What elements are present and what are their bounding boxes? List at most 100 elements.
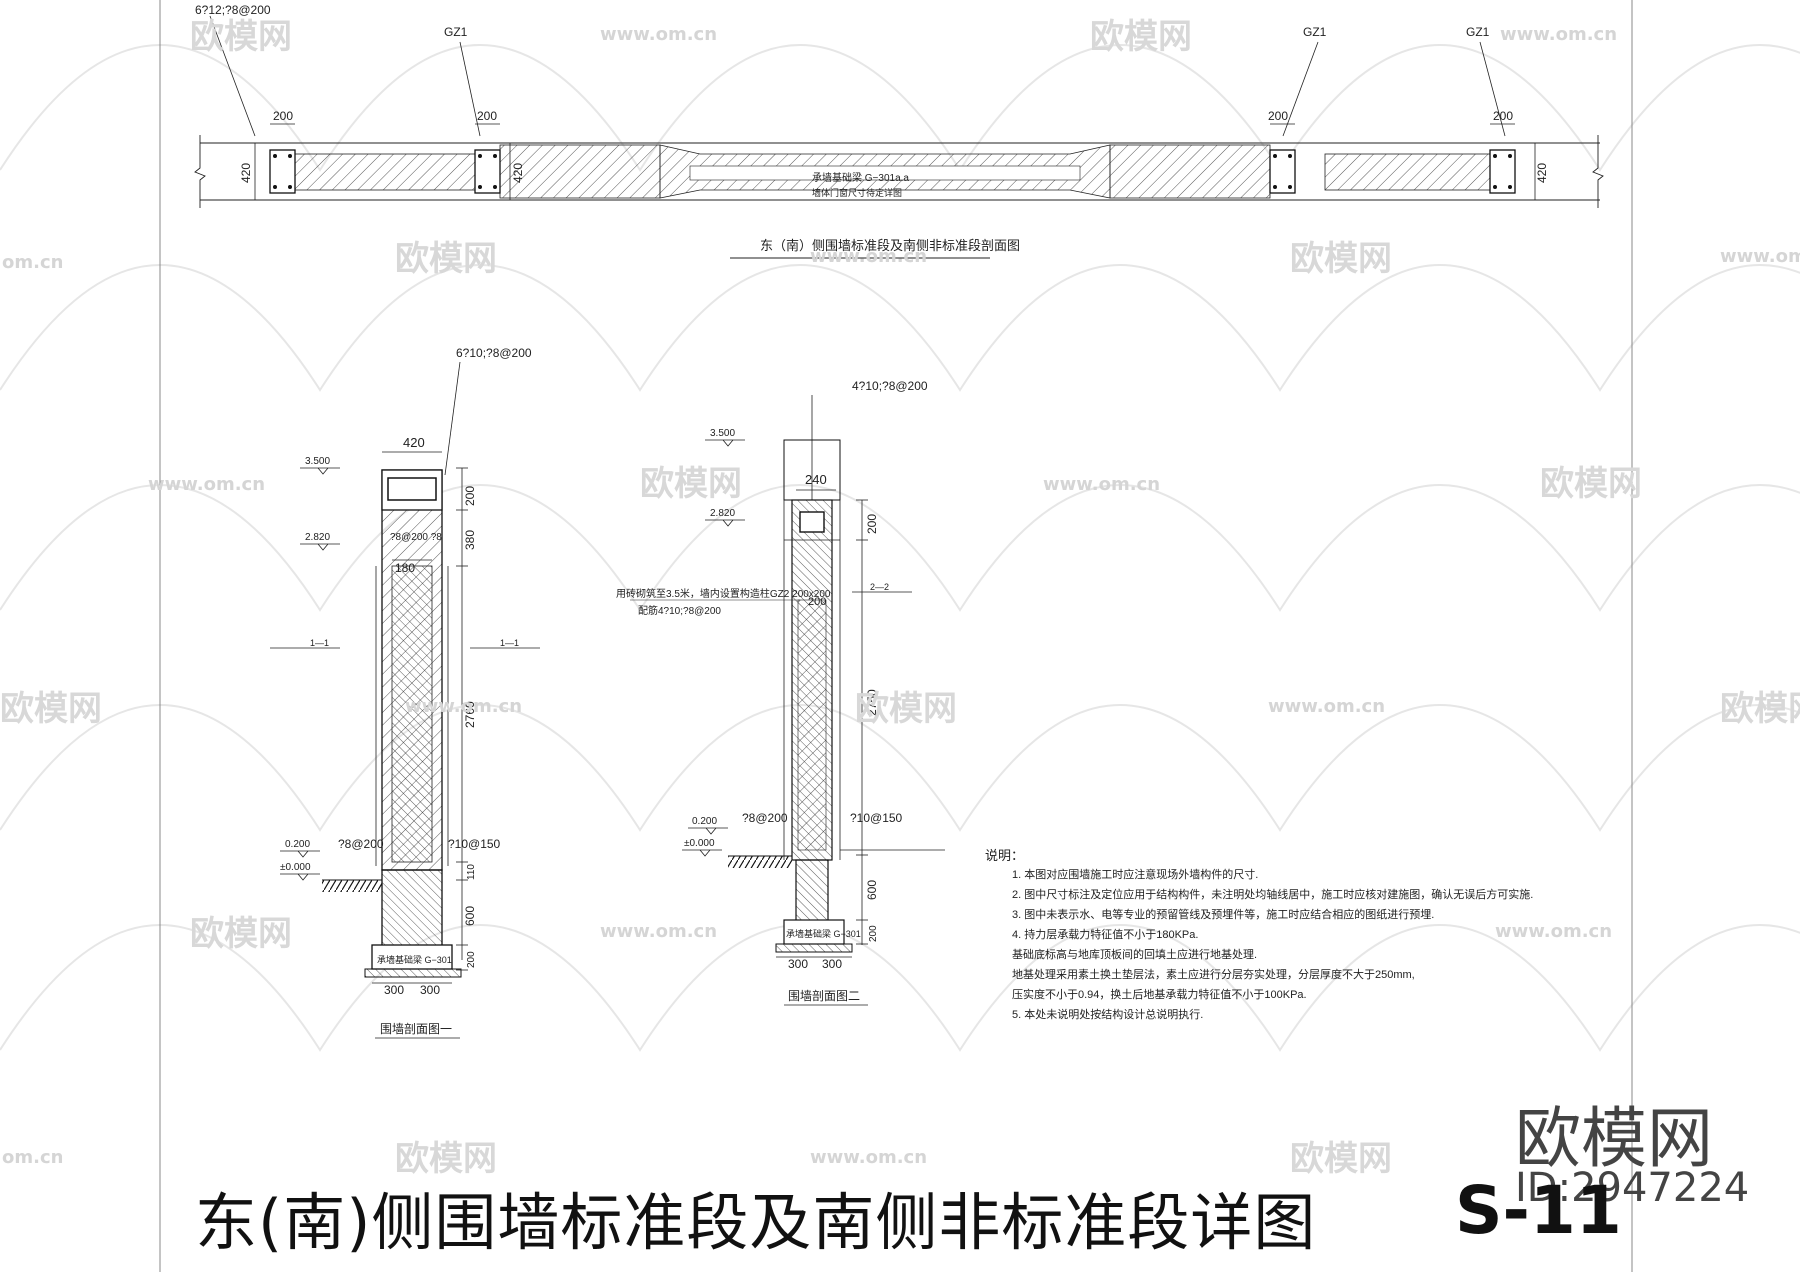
note-3: 3. 图中未表示水、电等专业的预留管线及预埋件等，施工时应结合相应的图纸进行预埋… [1012, 907, 1434, 921]
wm-url-7: www.om.cn [1043, 474, 1160, 495]
wm-url-6: www.om.cn [148, 474, 265, 495]
wm-url-5: www.om.cn [1720, 246, 1800, 267]
plan-view: 6?12;?8@200 GZ1 GZ1 GZ1 承墙基础梁 G−301a.a 墙… [194, 3, 1604, 259]
wm-logo-7: 欧模网 [0, 689, 102, 729]
wm-logo-3: 欧模网 [395, 239, 497, 279]
s1-dim-b-2: 300 [420, 983, 440, 997]
s2-elev-3: 0.200 [692, 816, 717, 827]
plan-beam-note-2: 墙体门窗尺寸待定详图 [812, 187, 902, 198]
plan-dim-420-1: 420 [239, 163, 253, 183]
wm-url-4: www.om.cn [810, 246, 927, 267]
s1-cut-left: 1—1 [310, 638, 329, 648]
s2-elev-4: ±0.000 [684, 838, 715, 849]
s1-mark-left: ?8@200 [338, 837, 384, 851]
s2-note-2: 配筋4?10;?8@200 [638, 604, 721, 617]
s2-dim-inner: 200 [808, 596, 826, 608]
note-4d: 压实度不小于0.94，换土后地基承载力特征值不小于100KPa. [1012, 987, 1307, 1001]
plan-rebar-left: 6?12;?8@200 [195, 3, 271, 17]
wm-url-2: www.om.cn [1500, 24, 1617, 45]
wm-logo-1: 欧模网 [190, 17, 292, 57]
wm-url-9: www.om.cn [1268, 696, 1385, 717]
wm-logo-5: 欧模网 [640, 464, 742, 504]
notes-heading: 说明： [985, 848, 1024, 863]
s2-rebar-top: 4?10;?8@200 [852, 379, 928, 393]
s1-dim-r-2: 380 [463, 530, 477, 550]
s1-elev-top: 3.500 [305, 456, 330, 467]
plan-dim-420-2: 420 [511, 163, 525, 183]
note-4b: 基础底标高与地库顶板间的回填土应进行地基处理. [1012, 947, 1257, 961]
gz-label-2: GZ1 [1303, 25, 1327, 39]
section-1: 6?10;?8@200 420 3.500 2.820 0.200 ±0.000… [270, 346, 540, 1039]
note-4c: 地基处理采用素土换土垫层法，素土应进行分层夯实处理，分层厚度不大于250mm, [1012, 967, 1415, 981]
plan-dim-200-4: 200 [1493, 109, 1513, 123]
s2-dim-b-1: 300 [788, 957, 808, 971]
note-5: 5. 本处未说明处按结构设计总说明执行. [1012, 1007, 1203, 1021]
wm-url-11: www.om.cn [1495, 921, 1612, 942]
s1-elev-3: 0.200 [285, 839, 310, 850]
gz-label-1: GZ1 [444, 25, 468, 39]
watermark-arcs [0, 44, 1800, 1052]
s1-cut-right: 1—1 [500, 638, 519, 648]
s1-dim-180: 180 [395, 561, 415, 575]
plan-dim-420-3: 420 [1535, 163, 1549, 183]
plan-dim-200-1: 200 [273, 109, 293, 123]
s2-cut: 2—2 [870, 582, 889, 592]
wm-logo-2: 欧模网 [1090, 17, 1192, 57]
sheet-number: S-11 [1455, 1172, 1622, 1249]
s2-caption: 围墙剖面图二 [788, 989, 860, 1003]
wm-logo-4: 欧模网 [1290, 239, 1392, 279]
brand-logo: 欧模网 [1515, 1100, 1713, 1177]
note-1: 1. 本图对应围墙施工时应注意现场外墙构件的尺寸. [1012, 867, 1258, 881]
plan-dim-200-2: 200 [477, 109, 497, 123]
s2-width-top: 240 [805, 472, 827, 487]
s1-mark-right: ?10@150 [448, 837, 501, 851]
s1-dim-r-5: 600 [463, 906, 477, 926]
wm-logo-9: 欧模网 [1720, 689, 1800, 729]
s1-width-top: 420 [403, 435, 425, 450]
s1-dim-r-6: 200 [466, 951, 477, 968]
s1-dim-r-3: 2760 [463, 701, 477, 728]
wm-logo-11: 欧模网 [395, 1139, 497, 1179]
s2-dim-b-2: 300 [822, 957, 842, 971]
s1-dim-r-1: 200 [463, 486, 477, 506]
s2-note-1: 用砖砌筑至3.5米，墙内设置构造柱GZ2 200x200 [616, 587, 831, 600]
s1-caption: 围墙剖面图一 [380, 1022, 452, 1036]
wm-logo-10: 欧模网 [190, 914, 292, 954]
wm-logo-6: 欧模网 [1540, 464, 1642, 504]
gz-label-3: GZ1 [1466, 25, 1490, 39]
note-4: 4. 持力层承载力特征值不小于180KPa. [1012, 927, 1198, 941]
wm-url-10: www.om.cn [600, 921, 717, 942]
plan-dim-200-3: 200 [1268, 109, 1288, 123]
wm-url-1: www.om.cn [600, 24, 717, 45]
s1-dim-b-1: 300 [384, 983, 404, 997]
wm-logo-12: 欧模网 [1290, 1139, 1392, 1179]
plan-beam-note-1: 承墙基础梁 G−301a.a [812, 171, 909, 184]
svg-text:?8@200 ?8: ?8@200 ?8 [390, 532, 442, 543]
notes: 说明： 1. 本图对应围墙施工时应注意现场外墙构件的尺寸. 2. 图中尺寸标注及… [985, 848, 1533, 1021]
wm-url-12: om.cn [2, 1147, 63, 1168]
s2-dim-r-3: 600 [865, 880, 879, 900]
watermarks: 欧模网 www.om.cn 欧模网 www.om.cn om.cn 欧模网 ww… [0, 17, 1800, 1179]
s2-mark-right: ?10@150 [850, 811, 903, 825]
s1-rebar-top: 6?10;?8@200 [456, 346, 532, 360]
s2-dim-r-1: 200 [865, 514, 879, 534]
s1-beam-label: 承墙基础梁 G−301 [377, 954, 452, 965]
s2-mark-left: ?8@200 [742, 811, 788, 825]
s2-elev-2: 2.820 [710, 508, 735, 519]
wm-url-8: www.om.cn [405, 696, 522, 717]
wm-logo-8: 欧模网 [855, 689, 957, 729]
sheet-frame [159, 0, 1633, 1272]
note-2: 2. 图中尺寸标注及定位应用于结构构件，未注明处均轴线居中，施工时应核对建施图，… [1012, 887, 1533, 901]
s1-elev-4: ±0.000 [280, 862, 311, 873]
s1-dim-r-4: 110 [466, 864, 477, 880]
s2-beam-label: 承墙基础梁 G−301 [786, 928, 861, 939]
s1-elev-2: 2.820 [305, 532, 330, 543]
drawing-title: 东(南)侧围墙标准段及南侧非标准段详图 [195, 1186, 1317, 1259]
section-2: 4?10;?8@200 240 3.500 2.820 0.200 ±0.000… [616, 379, 945, 1006]
s2-dim-r-4: 200 [868, 925, 879, 942]
wm-url-3: om.cn [2, 252, 63, 273]
s2-elev-top: 3.500 [710, 428, 735, 439]
brand-id: ID:2947224 [1515, 1165, 1750, 1211]
s2-dim-r-2: 2750 [865, 689, 879, 716]
